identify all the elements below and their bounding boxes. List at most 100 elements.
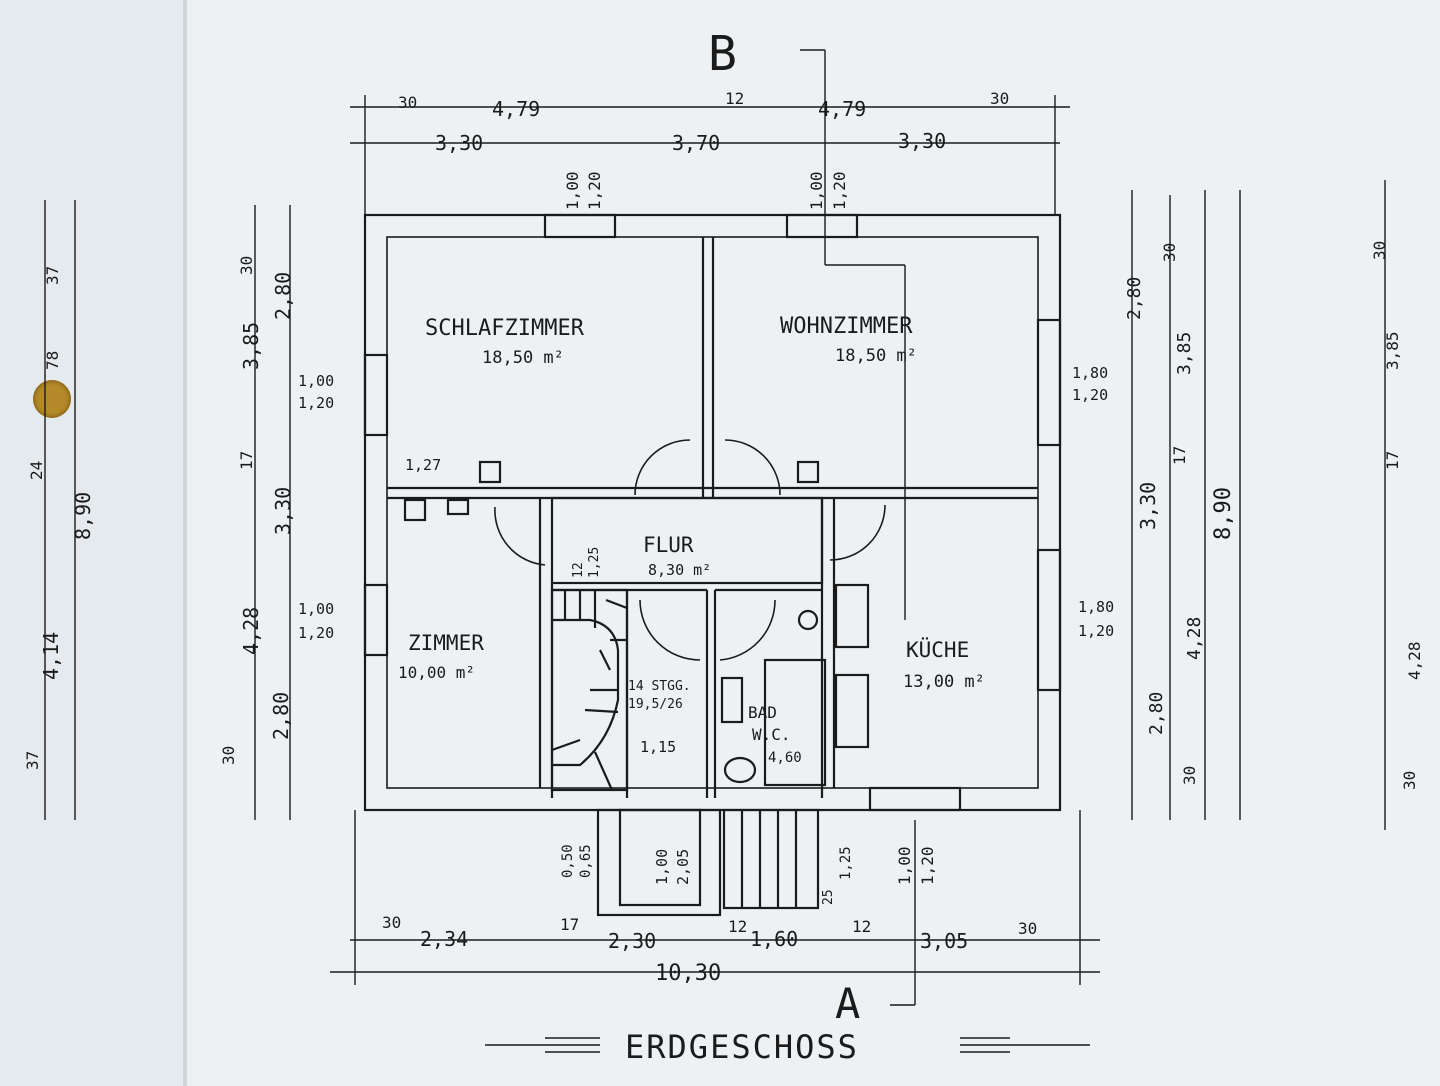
win-left-lower-a: 1,00 <box>298 600 334 618</box>
room-name-bad: BAD <box>748 703 777 722</box>
win-right-upper-a: 1,80 <box>1072 364 1108 382</box>
window-left-upper <box>363 353 389 437</box>
dim-top1-4: 30 <box>990 89 1009 108</box>
dim-ri-6: 4,28 <box>1184 617 1205 660</box>
win-left-upper-b: 1,20 <box>298 394 334 412</box>
room-name-schlafzimmer: SCHLAFZIMMER <box>425 316 585 341</box>
punch-hole <box>33 380 71 418</box>
dim-ri-5: 8,90 <box>1211 487 1236 540</box>
dim-lo-0: 37 <box>43 266 62 285</box>
dim-li-3: 17 <box>237 451 256 470</box>
dim-fr-1: 3,85 <box>1383 331 1402 370</box>
section-mark-top: B <box>708 26 737 82</box>
dim-bot-2: 17 <box>560 915 579 934</box>
dim-fr-2: 17 <box>1383 451 1402 470</box>
dim-lo-2: 24 <box>27 461 46 480</box>
win-right-lower-a: 1,80 <box>1078 598 1114 616</box>
room-name-flur: FLUR <box>643 533 694 557</box>
dim-ri-2: 3,85 <box>1174 332 1195 375</box>
window-right-lower <box>1036 548 1062 692</box>
entrance-left-a: 0,50 <box>560 844 576 878</box>
dim-ri-3: 17 <box>1170 446 1189 465</box>
win-top-left-a: 1,00 <box>563 171 582 210</box>
entrance-left-b: 0,65 <box>578 844 594 878</box>
dim-bot-8: 30 <box>1018 919 1037 938</box>
entrance-door-b: 2,05 <box>674 849 692 885</box>
room-area-wohnzimmer: 18,50 m² <box>835 346 917 366</box>
win-bottom-right-a: 1,00 <box>895 846 914 885</box>
toilet <box>723 756 757 784</box>
dim-top2-1: 3,70 <box>672 131 720 155</box>
bathtub <box>763 658 827 787</box>
win-right-lower-b: 1,20 <box>1078 622 1114 640</box>
dim-ri-1: 30 <box>1160 243 1179 262</box>
dim-bot-6: 12 <box>852 917 871 936</box>
win-left-upper-a: 1,00 <box>298 372 334 390</box>
dim-li-6: 2,80 <box>269 692 293 740</box>
dim-bot-4: 12 <box>728 917 747 936</box>
passage-115: 1,15 <box>640 738 676 756</box>
room-name-wohnzimmer: WOHNZIMMER <box>780 314 913 339</box>
room-area-kueche: 13,00 m² <box>903 672 985 692</box>
dim-top1-0: 30 <box>398 93 417 112</box>
dim-top1-1: 4,79 <box>492 97 540 121</box>
dim-lo-3: 8,90 <box>71 492 95 540</box>
entrance-step-b: 1,25 <box>838 846 854 880</box>
entrance-door-a: 1,00 <box>653 849 671 885</box>
paper-left-margin <box>0 0 185 1086</box>
room-area-zimmer: 10,00 m² <box>398 663 475 682</box>
stove <box>834 583 870 649</box>
dim-li-0: 30 <box>237 256 256 275</box>
dim-top1-3: 4,79 <box>818 97 866 121</box>
room-sub-bad: W.C. <box>752 725 791 744</box>
section-mark-bottom: A <box>835 979 860 1028</box>
dim-lo-1: 78 <box>43 351 62 370</box>
win-bottom-right-b: 1,20 <box>918 846 937 885</box>
room-name-zimmer: ZIMMER <box>408 631 484 655</box>
dim-bot-7: 3,05 <box>920 929 968 953</box>
entrance-step-a: 25 <box>821 889 836 905</box>
dim-ri-8: 30 <box>1180 766 1199 785</box>
window-top-left <box>543 213 617 239</box>
dim-li-2: 3,85 <box>239 322 263 370</box>
wall-127: 1,27 <box>405 456 441 474</box>
room-area-bad: 4,60 <box>768 750 802 766</box>
entrance-steps <box>722 808 820 910</box>
door-flur-b: 1,25 <box>587 547 602 578</box>
win-top-right-a: 1,00 <box>807 171 826 210</box>
dim-lo-5: 37 <box>23 751 42 770</box>
basin-circle <box>797 609 819 631</box>
window-left-lower <box>363 583 389 657</box>
dim-li-5: 4,28 <box>239 607 263 655</box>
door-flur-a: 12 <box>571 562 586 578</box>
dim-li-7: 30 <box>219 746 238 765</box>
plan-title: ERDGESCHOSS <box>625 1028 859 1066</box>
dim-top2-0: 3,30 <box>435 131 483 155</box>
dim-top2-2: 3,30 <box>898 129 946 153</box>
stair-steps: 14 STGG. <box>628 679 691 694</box>
stair-ratio: 19,5/26 <box>628 697 683 712</box>
dim-li-1: 2,80 <box>271 272 295 320</box>
dim-li-4: 3,30 <box>271 487 295 535</box>
dim-bot-3: 2,30 <box>608 929 656 953</box>
window-bottom-right <box>868 786 962 812</box>
dim-fr-3: 4,28 <box>1405 641 1424 680</box>
dim-ri-7: 2,80 <box>1146 692 1167 735</box>
dim-fr-0: 30 <box>1370 241 1389 260</box>
paper-main <box>185 0 1440 1086</box>
dim-ri-0: 2,80 <box>1124 277 1145 320</box>
win-right-upper-b: 1,20 <box>1072 386 1108 404</box>
room-area-flur: 8,30 m² <box>648 561 711 579</box>
win-top-left-b: 1,20 <box>585 171 604 210</box>
dim-bottom-total: 10,30 <box>655 961 721 986</box>
room-name-kueche: KÜCHE <box>906 637 969 662</box>
dim-fr-4: 30 <box>1400 771 1419 790</box>
dim-bot-1: 2,34 <box>420 927 468 951</box>
window-top-right <box>785 213 859 239</box>
dim-bot-5: 1,60 <box>750 927 798 951</box>
paper-fold <box>183 0 187 1086</box>
kitchen-counter <box>834 673 870 749</box>
win-top-right-b: 1,20 <box>830 171 849 210</box>
